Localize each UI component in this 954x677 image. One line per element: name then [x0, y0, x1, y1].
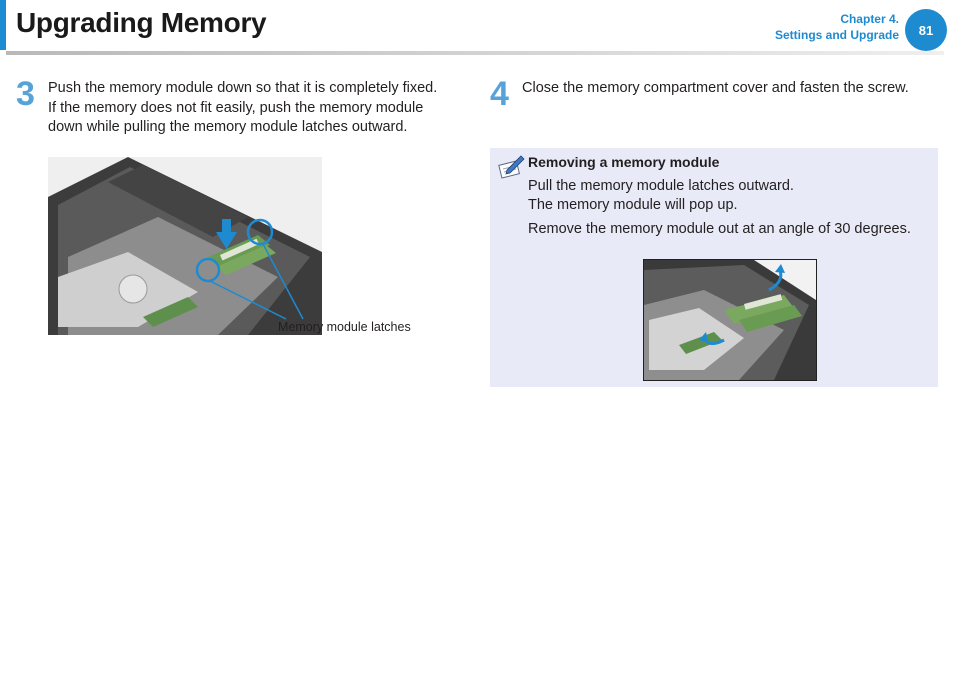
section-label: Settings and Upgrade — [774, 28, 899, 42]
pencil-note-icon — [498, 155, 525, 179]
step-3-line: If the memory does not fit easily, push … — [48, 99, 424, 116]
chapter-info: Chapter 4. Settings and Upgrade — [775, 11, 899, 43]
laptop-memory-illustration — [48, 157, 322, 335]
note-box: Removing a memory module Pull the memory… — [490, 148, 938, 387]
memory-removal-illustration — [644, 260, 816, 380]
figure-caption: Memory module latches — [278, 320, 411, 334]
step-4-text: Close the memory compartment cover and f… — [522, 80, 909, 96]
page-number-badge: 81 — [905, 9, 947, 51]
step-4-number: 4 — [490, 75, 509, 113]
memory-install-photo — [48, 157, 322, 335]
page-number: 81 — [918, 22, 934, 38]
page-title: Upgrading Memory — [16, 7, 267, 38]
note-instruction: The memory module will pop up. — [528, 197, 738, 213]
step-3-text: Push the memory module down so that it i… — [48, 79, 478, 138]
note-title: Removing a memory module — [528, 154, 720, 170]
header-divider — [6, 51, 944, 55]
step-3-number: 3 — [16, 75, 35, 113]
memory-removal-photo — [643, 259, 817, 381]
chapter-label: Chapter 4. — [840, 12, 899, 26]
step-3-line: Push the memory module down so that it i… — [48, 80, 438, 96]
title-accent-bar — [0, 0, 6, 50]
note-instruction: Remove the memory module out at an angle… — [528, 221, 911, 237]
step-3-line: down while pulling the memory module lat… — [48, 119, 408, 135]
note-instruction: Pull the memory module latches outward. — [528, 178, 794, 194]
